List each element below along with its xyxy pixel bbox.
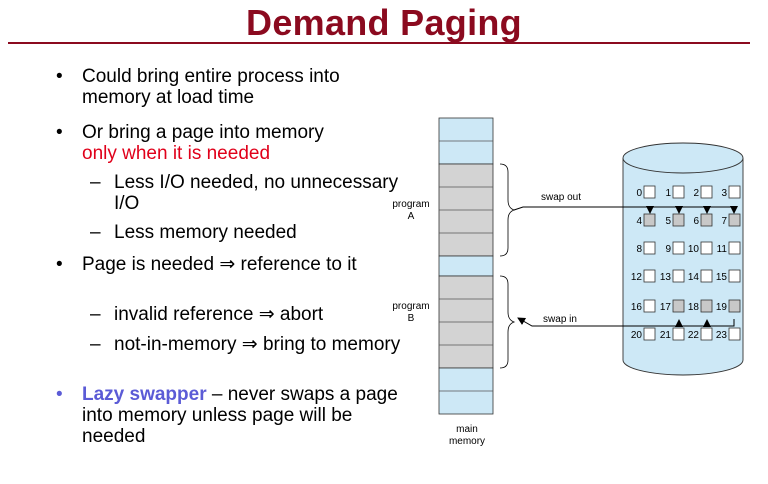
disk-page-box: [728, 185, 741, 199]
disk-page-box: [643, 299, 656, 313]
disk-page-box: [700, 299, 713, 313]
disk-page-number: 2: [693, 188, 699, 199]
sub-bullet-text: invalid reference ⇒ abort: [114, 304, 324, 325]
program-a-label-line1: program: [392, 199, 429, 210]
bullet-marker: •: [56, 384, 63, 405]
disk-page-number: 5: [665, 216, 671, 227]
program-b-brace: [499, 275, 516, 369]
disk-page-box: [672, 299, 685, 313]
disk-page-number: 22: [688, 330, 700, 341]
disk-page-number: 3: [721, 188, 727, 199]
bullet-marker: •: [56, 254, 63, 275]
program-a-label-line2: A: [408, 211, 415, 222]
disk-page-box: [728, 213, 741, 227]
sub-bullet-text: not-in-memory ⇒ bring to memory: [114, 334, 401, 355]
disk-page-number: 10: [688, 244, 700, 255]
disk-page-box: [672, 213, 685, 227]
disk-page-box: [643, 185, 656, 199]
emphasis-text: only when it is needed: [82, 143, 271, 164]
bullet-text: Page is needed ⇒ reference to it: [82, 254, 357, 275]
program-b-label-line1: program: [392, 301, 429, 312]
sub-bullet-text: Less memory needed: [114, 222, 297, 243]
main-memory-column: [438, 117, 494, 415]
title-divider: [8, 42, 750, 44]
bullet-item: • Or bring a page into memory only when …: [56, 122, 402, 164]
disk-page-number: 4: [636, 216, 642, 227]
disk-page-box: [700, 269, 713, 283]
program-a-brace: [499, 163, 516, 257]
disk-page-number: 15: [716, 272, 728, 283]
disk-page-box: [728, 241, 741, 255]
disk-page-number: 7: [721, 216, 727, 227]
swap-in-arrows: [517, 317, 735, 327]
disk-page-number: 23: [716, 330, 728, 341]
disk-page-box: [728, 269, 741, 283]
bullet-text: Could bring entire process into memory a…: [82, 66, 340, 108]
disk-page-box: [643, 213, 656, 227]
dash-marker: –: [90, 172, 101, 193]
disk-page-box: [643, 269, 656, 283]
disk-page-box: [643, 241, 656, 255]
disk-page-number: 6: [693, 216, 699, 227]
disk-page-number: 21: [660, 330, 672, 341]
disk-page-box: [672, 327, 685, 341]
disk-page-box: [672, 241, 685, 255]
disk-page-box: [643, 327, 656, 341]
disk-page-box: [728, 299, 741, 313]
slide-title: Demand Paging: [246, 2, 522, 43]
main-memory-label-line1: main: [456, 424, 478, 435]
disk-page-number: 18: [688, 302, 700, 313]
disk-page-box: [700, 327, 713, 341]
main-memory-label-line2: memory: [449, 436, 485, 447]
swap-in-label: swap in: [543, 314, 577, 325]
term-text: Lazy swapper: [82, 384, 207, 405]
program-b-label-line2: B: [408, 313, 415, 324]
sub-bullet-item: – Less memory needed: [56, 222, 414, 243]
disk-page-number: 9: [665, 244, 671, 255]
disk-page-number: 0: [636, 188, 642, 199]
disk-page-number: 19: [716, 302, 728, 313]
disk-page-number: 17: [660, 302, 672, 313]
swap-out-label: swap out: [541, 192, 581, 203]
bullet-text: Or bring a page into memory: [82, 122, 324, 143]
dash-marker: –: [90, 334, 101, 355]
disk-page-number: 8: [636, 244, 642, 255]
sub-bullet-text: Less I/O needed, no unnecessary I/O: [114, 172, 399, 214]
disk-page-number: 12: [631, 272, 643, 283]
swap-out-arrows: [513, 206, 738, 214]
disk-page-number: 16: [631, 302, 643, 313]
disk-page-box: [700, 185, 713, 199]
disk-page-box: [700, 213, 713, 227]
disk-page-box: [728, 327, 741, 341]
bullet-marker: •: [56, 122, 63, 143]
bullet-marker: •: [56, 66, 63, 87]
bullet-item: • Page is needed ⇒ reference to it: [56, 254, 402, 275]
bullet-text: – never swaps a page into memory unless …: [82, 384, 398, 447]
disk-page-box: [672, 269, 685, 283]
disk-page-box: [672, 185, 685, 199]
dash-marker: –: [90, 222, 101, 243]
sub-bullet-item: – invalid reference ⇒ abort: [56, 304, 414, 325]
bullet-item: • Lazy swapper – never swaps a page into…: [56, 384, 402, 447]
disk-page-number: 20: [631, 330, 643, 341]
bullet-item: • Could bring entire process into memory…: [56, 66, 402, 108]
sub-bullet-item: – Less I/O needed, no unnecessary I/O: [56, 172, 414, 214]
disk-page-box: [700, 241, 713, 255]
disk-page-number: 11: [717, 244, 728, 255]
sub-bullet-item: – not-in-memory ⇒ bring to memory: [56, 334, 414, 355]
disk-page-number: 1: [665, 188, 671, 199]
disk-page-number: 13: [660, 272, 672, 283]
dash-marker: –: [90, 304, 101, 325]
disk-page-number: 14: [688, 272, 700, 283]
